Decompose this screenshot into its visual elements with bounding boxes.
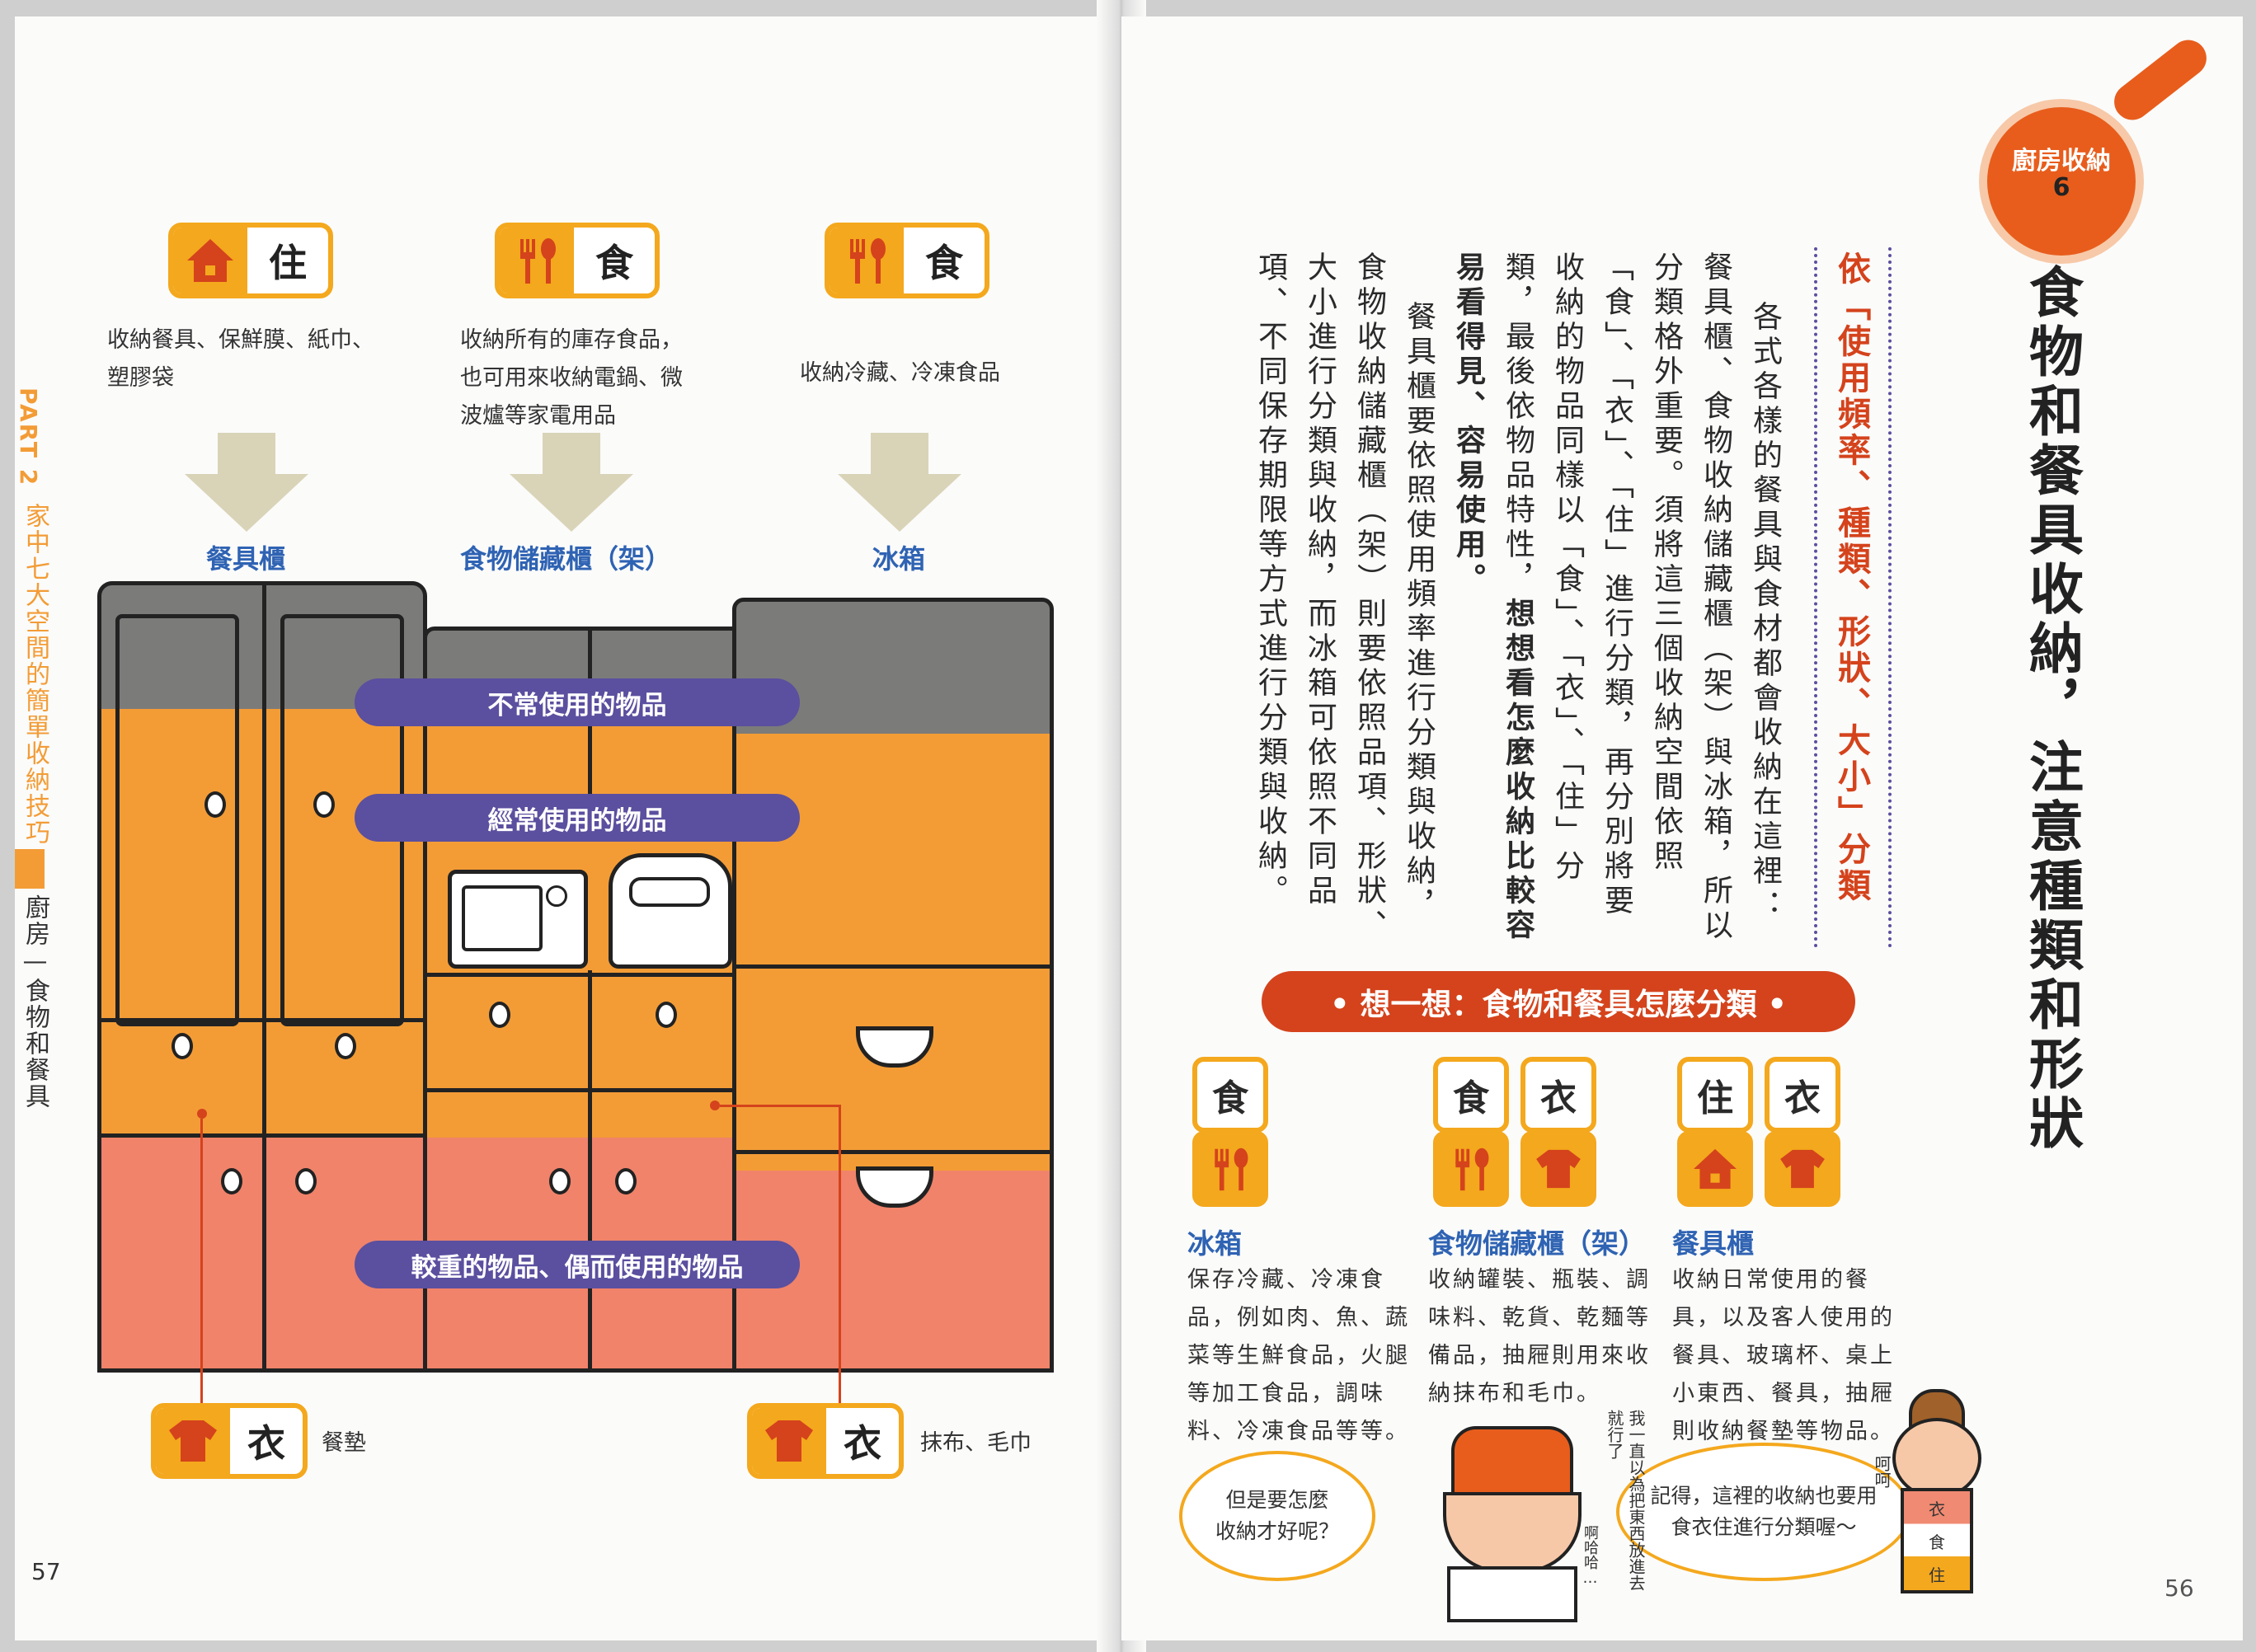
item-title-fridge: 冰箱 bbox=[1187, 1227, 1242, 1260]
rice-cooker-icon bbox=[609, 853, 732, 969]
knob bbox=[656, 1002, 677, 1028]
tag-shi: 食 bbox=[1433, 1057, 1509, 1133]
tag-yi: 衣 bbox=[1765, 1057, 1840, 1133]
arrow-down-icon bbox=[510, 433, 633, 532]
subtitle-divider bbox=[1888, 247, 1895, 948]
tag-zhu: 住 bbox=[168, 223, 333, 298]
item-desc-fridge: 保存冷藏、冷凍食品，例如肉、魚、蔬菜等生鮮食品，火腿等加工食品，調味料、冷凍食品… bbox=[1187, 1267, 1410, 1444]
character-face bbox=[1443, 1492, 1582, 1573]
placemat-label: 餐墊 bbox=[322, 1430, 366, 1456]
cabinet-door bbox=[115, 614, 239, 1026]
tshirt-icon bbox=[156, 1408, 230, 1474]
towel-label: 抹布、毛巾 bbox=[920, 1430, 1032, 1456]
knob bbox=[313, 791, 335, 818]
group2-desc: 收納所有的庫存食品， 也可用來收納電鍋、微 波爐等家電用品 bbox=[460, 327, 683, 429]
paragraph-2: 餐具櫃要依照使用頻率進行分類與收納，食物收納儲藏櫃（架）則要依照品項、形狀、大小… bbox=[1253, 251, 1436, 944]
tshirt-icon bbox=[1520, 1131, 1596, 1207]
arrow-down-icon bbox=[185, 433, 308, 532]
sidebar-part-label: PART 2 bbox=[15, 387, 42, 487]
right-page: 廚房收納 6 食物和餐具收納，注意種類和形狀 依「使用頻率、種類、形狀、大小」分… bbox=[1121, 16, 2243, 1640]
paragraph-1: 各式各樣的餐具與食材都會收納在這裡：餐具櫃、食物收納儲藏櫃（架）與冰箱，所以分類… bbox=[1501, 251, 1782, 944]
group3-desc: 收納冷藏、冷凍食品 bbox=[800, 360, 1000, 386]
knob bbox=[295, 1168, 317, 1194]
speech-bubble-right: 記得，這裡的收納也要用食衣住進行分類喔～ bbox=[1616, 1443, 1911, 1581]
knob bbox=[549, 1168, 571, 1194]
page-number: 57 bbox=[31, 1558, 61, 1585]
frying-pan-badge bbox=[1979, 99, 2144, 264]
item-desc-tableware: 收納日常使用的餐具，以及客人使用的餐具、玻璃杯、桌上小東西、餐具，抽屜則收納餐墊… bbox=[1672, 1267, 1895, 1444]
badge-label: 廚房收納 bbox=[2012, 147, 2111, 176]
level-rarely-used: 不常使用的物品 bbox=[355, 678, 800, 726]
tag-zhu: 住 bbox=[1677, 1057, 1753, 1133]
body-text: 各式各樣的餐具與食材都會收納在這裡：餐具櫃、食物收納儲藏櫃（架）與冰箱，所以分類… bbox=[1253, 251, 1789, 944]
dest-fridge: 冰箱 bbox=[872, 543, 926, 575]
character2-laugh: 呵呵 bbox=[1872, 1455, 1892, 1488]
paragraph-1-emphasis: 想想看怎麼收納比較容易看得見、容易使用。 bbox=[1451, 251, 1535, 944]
level-heavy-occasional: 較重的物品、偶而使用的物品 bbox=[355, 1241, 800, 1288]
tag-yi: 衣 bbox=[1520, 1057, 1596, 1133]
character-laugh: 啊哈哈… bbox=[1582, 1525, 1599, 1587]
knob bbox=[221, 1168, 242, 1194]
fork-spoon-icon bbox=[1192, 1131, 1268, 1207]
fork-spoon-icon bbox=[1433, 1131, 1509, 1207]
badge-number: 6 bbox=[2052, 173, 2070, 202]
house-icon bbox=[1677, 1131, 1753, 1207]
subtitle: 依「使用頻率、種類、形狀、大小」分類 bbox=[1832, 251, 1870, 904]
tshirt-icon bbox=[752, 1408, 826, 1474]
arrow-down-icon bbox=[838, 433, 961, 532]
knob bbox=[615, 1168, 637, 1194]
knob bbox=[489, 1002, 510, 1028]
house-icon bbox=[173, 228, 247, 293]
subtitle-divider bbox=[1814, 247, 1821, 948]
character2-apron: 衣 食 住 bbox=[1901, 1488, 1973, 1593]
character2-face bbox=[1892, 1418, 1981, 1499]
speech-bubble-left: 但是要怎麼收納才好呢？ bbox=[1179, 1451, 1375, 1581]
fork-spoon-icon bbox=[830, 228, 904, 293]
kitchen-cabinet-illustration: 不常使用的物品 經常使用的物品 較重的物品、偶而使用的物品 bbox=[97, 581, 1054, 1457]
dest-food-pantry: 食物儲藏櫃（架） bbox=[460, 543, 672, 575]
page-title: 食物和餐具收納，注意種類和形狀 bbox=[2020, 264, 2084, 1154]
level-often-used: 經常使用的物品 bbox=[355, 794, 800, 842]
item-title-tableware: 餐具櫃 bbox=[1672, 1227, 1754, 1260]
tag-shi-1: 食 bbox=[495, 223, 660, 298]
tag-yi-towel: 衣 bbox=[747, 1403, 904, 1479]
dest-tableware-cabinet: 餐具櫃 bbox=[206, 543, 286, 575]
character-thought: 我一直以為把東西放進去就行了 bbox=[1605, 1410, 1646, 1591]
microwave-icon bbox=[448, 870, 588, 969]
tag-yi-placemat: 衣 bbox=[151, 1403, 308, 1479]
knob bbox=[172, 1033, 193, 1059]
sidebar-chapter-title: 家中七大空間的簡單收納技巧 bbox=[21, 503, 49, 846]
tag-shi-2: 食 bbox=[825, 223, 989, 298]
item-title-pantry: 食物儲藏櫃（架） bbox=[1428, 1227, 1646, 1260]
sidebar-section-title: 廚房—食物和餐具 bbox=[21, 894, 49, 1110]
knob bbox=[335, 1033, 356, 1059]
left-page: PART 2 家中七大空間的簡單收納技巧 廚房—食物和餐具 住 收納餐具、保鮮膜… bbox=[15, 16, 1112, 1640]
tag-shi: 食 bbox=[1192, 1057, 1268, 1133]
item-desc-pantry: 收納罐裝、瓶裝、調味料、乾貨、乾麵等備品，抽屜則用來收納抹布和毛巾。 bbox=[1428, 1267, 1651, 1406]
section-banner: • 想一想：食物和餐具怎麼分類 • bbox=[1262, 971, 1855, 1032]
knob bbox=[204, 791, 226, 818]
pan-handle bbox=[2107, 32, 2214, 128]
page-number: 56 bbox=[2164, 1575, 2194, 1602]
fork-spoon-icon bbox=[500, 228, 574, 293]
sidebar-marker bbox=[15, 849, 45, 889]
group1-desc: 收納餐具、保鮮膜、紙巾、 塑膠袋 bbox=[107, 327, 374, 391]
tshirt-icon bbox=[1765, 1131, 1840, 1207]
character-body bbox=[1447, 1566, 1577, 1622]
